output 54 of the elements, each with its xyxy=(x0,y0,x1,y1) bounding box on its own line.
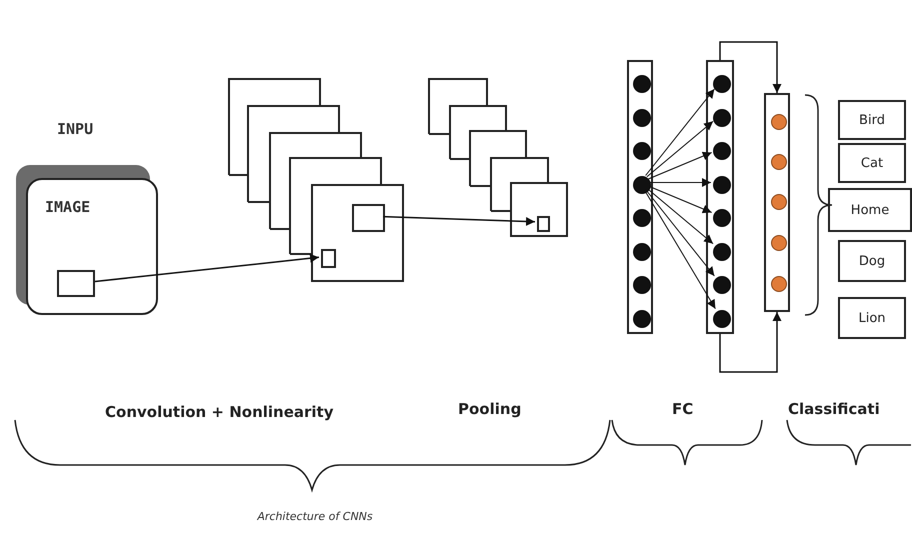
neuron xyxy=(713,242,731,260)
class-box: Bird xyxy=(838,100,906,140)
neuron xyxy=(713,142,731,160)
feature-map xyxy=(311,184,404,282)
neuron xyxy=(633,310,651,328)
caption: Architecture of CNNs xyxy=(256,510,374,523)
neuron xyxy=(633,209,651,227)
class-box: Cat xyxy=(838,143,906,183)
neuron xyxy=(633,142,651,160)
neuron-layer xyxy=(764,93,790,312)
stage-label: Convolution + Nonlinearity xyxy=(105,403,334,421)
class-box: Dog xyxy=(838,240,906,282)
arrow xyxy=(382,216,536,226)
neuron xyxy=(713,108,731,126)
neuron xyxy=(633,242,651,260)
neuron xyxy=(713,310,731,328)
neuron xyxy=(713,276,731,294)
stage-label: FC xyxy=(672,400,694,418)
output-neuron xyxy=(771,114,787,130)
patch-box xyxy=(352,204,385,232)
arrow xyxy=(644,190,716,310)
image-label: IMAGE xyxy=(45,198,90,216)
output-neuron xyxy=(771,194,787,210)
arrow xyxy=(645,189,715,276)
neuron xyxy=(633,276,651,294)
arrow xyxy=(719,312,782,373)
neuron xyxy=(633,75,651,93)
arrow xyxy=(648,152,712,180)
arrow xyxy=(648,186,712,214)
arrow xyxy=(645,88,715,176)
class-box: Lion xyxy=(838,297,906,339)
neuron xyxy=(633,108,651,126)
output-neuron xyxy=(771,235,787,251)
arrow xyxy=(648,178,712,187)
receptive-field-box xyxy=(57,270,95,297)
neuron xyxy=(713,176,731,194)
neuron xyxy=(713,75,731,93)
patch-box xyxy=(321,249,336,268)
neuron-layer xyxy=(706,60,734,334)
output-neuron xyxy=(771,154,787,170)
class-box: Home xyxy=(828,188,912,232)
neuron xyxy=(713,209,731,227)
neuron xyxy=(633,176,651,194)
input-heading: INPU xyxy=(57,120,94,138)
pooled-map xyxy=(510,182,568,237)
stage-label: Classificati xyxy=(788,400,880,418)
arrow xyxy=(646,188,714,244)
arrow xyxy=(94,254,320,282)
patch-box xyxy=(537,216,550,232)
arrow xyxy=(646,120,714,178)
output-neuron xyxy=(771,276,787,292)
arrow xyxy=(719,41,782,93)
stage-label: Pooling xyxy=(458,400,522,418)
neuron-layer xyxy=(627,60,653,334)
